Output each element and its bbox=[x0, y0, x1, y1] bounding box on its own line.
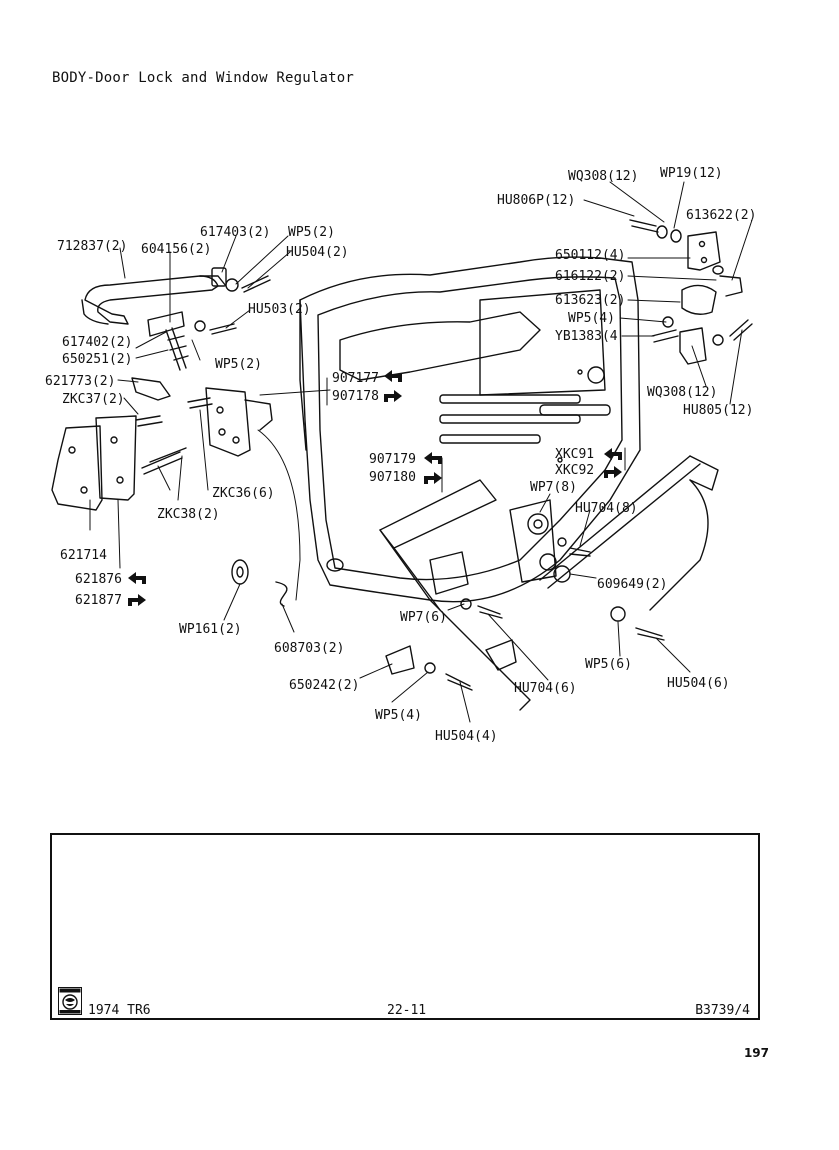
outside-door-handle bbox=[81, 275, 227, 325]
part-label: WP19(12) bbox=[660, 166, 723, 181]
part-label: 907179 bbox=[369, 452, 416, 467]
part-label: 613623(2) bbox=[555, 293, 625, 308]
screw bbox=[241, 275, 271, 293]
part-label: HU704(8) bbox=[575, 501, 638, 516]
part-label: 907180 bbox=[369, 470, 416, 485]
part-label: HU704(6) bbox=[514, 681, 577, 696]
left-hand-arrow-icon bbox=[128, 572, 146, 584]
part-label: 650112(4) bbox=[555, 248, 625, 263]
right-hand-arrow-icon bbox=[384, 390, 402, 402]
door-check-bracket bbox=[679, 231, 743, 365]
screw bbox=[635, 627, 665, 641]
left-hand-arrow-icon bbox=[604, 448, 622, 460]
british-leyland-logo-icon bbox=[58, 987, 82, 1015]
right-hand-arrow-icon bbox=[128, 594, 146, 606]
part-label: WP5(2) bbox=[288, 225, 335, 240]
part-label: HU805(12) bbox=[683, 403, 753, 418]
right-hand-arrow-icon bbox=[424, 472, 442, 484]
window-regulator bbox=[379, 455, 719, 711]
door-lock-mechanism bbox=[187, 387, 273, 457]
striker-plate bbox=[95, 415, 137, 501]
washer bbox=[225, 278, 239, 292]
part-label: 621773(2) bbox=[45, 374, 115, 389]
left-hand-arrow-icon bbox=[424, 452, 442, 464]
right-hand-arrow-icon bbox=[604, 466, 622, 478]
part-label: 609649(2) bbox=[597, 577, 667, 592]
info-box: 1974 TR6 22-11 B3739/4 bbox=[50, 833, 760, 1020]
washer bbox=[670, 229, 682, 243]
page-title: BODY-Door Lock and Window Regulator bbox=[52, 70, 355, 86]
part-label: 621876 bbox=[75, 572, 122, 587]
part-label: 621877 bbox=[75, 593, 122, 608]
washer bbox=[610, 606, 626, 622]
part-label: 613622(2) bbox=[686, 208, 756, 223]
part-label: 712837(2) bbox=[57, 239, 127, 254]
part-label: 617402(2) bbox=[62, 335, 132, 350]
handle-bracket bbox=[211, 267, 227, 287]
leader-lines bbox=[89, 181, 753, 723]
part-label: 907177 bbox=[332, 371, 379, 386]
exploded-parts-diagram: WQ308(12) WP19(12) HU806P(12) 613622(2) … bbox=[45, 166, 756, 744]
part-label: WQ308(12) bbox=[568, 169, 638, 184]
part-label: 616122(2) bbox=[555, 269, 625, 284]
part-label: HU504(4) bbox=[435, 729, 498, 744]
part-label: YB1383(4 bbox=[555, 329, 618, 344]
page-number: 197 bbox=[743, 1046, 769, 1060]
section-number: 22-11 bbox=[387, 1003, 427, 1018]
part-label: WP5(4) bbox=[375, 708, 422, 723]
washer bbox=[424, 662, 436, 674]
striker-shim bbox=[51, 425, 103, 511]
part-label: 650242(2) bbox=[289, 678, 359, 693]
screw bbox=[729, 319, 753, 341]
screw bbox=[141, 447, 187, 475]
screw bbox=[569, 547, 591, 557]
washer bbox=[656, 225, 668, 239]
part-label: WP161(2) bbox=[179, 622, 242, 637]
part-label: XKC92 bbox=[555, 463, 594, 478]
washer bbox=[557, 537, 567, 547]
regulator-bracket-650242 bbox=[385, 645, 415, 675]
model-year: 1974 TR6 bbox=[88, 1003, 151, 1018]
screw bbox=[445, 673, 473, 691]
part-label: 621714 bbox=[60, 548, 107, 563]
left-hand-arrow-icon bbox=[384, 370, 402, 382]
washer bbox=[194, 320, 206, 332]
part-label: 604156(2) bbox=[141, 242, 211, 257]
part-label: WP5(4) bbox=[568, 311, 615, 326]
part-label: ZKC37(2) bbox=[62, 392, 125, 407]
spring-clip bbox=[165, 327, 189, 371]
screw bbox=[477, 605, 503, 619]
part-label: WP5(6) bbox=[585, 657, 632, 672]
part-label: ZKC38(2) bbox=[157, 507, 220, 522]
part-label: HU806P(12) bbox=[497, 193, 575, 208]
screw bbox=[209, 323, 237, 335]
screw bbox=[651, 329, 679, 343]
remote-control-link bbox=[131, 377, 171, 401]
part-label: 650251(2) bbox=[62, 352, 132, 367]
part-label: 907178 bbox=[332, 389, 379, 404]
screw bbox=[629, 219, 659, 233]
part-label: HU504(6) bbox=[667, 676, 730, 691]
clip-608703 bbox=[275, 581, 288, 607]
part-label: HU503(2) bbox=[248, 302, 311, 317]
part-label: 608703(2) bbox=[274, 641, 344, 656]
screw bbox=[135, 415, 163, 427]
drawing-reference: B3739/4 bbox=[695, 1003, 750, 1018]
part-label: ZKC36(6) bbox=[212, 486, 275, 501]
part-label: WP7(8) bbox=[530, 480, 577, 495]
washer-wp161 bbox=[231, 559, 249, 585]
part-label: 617403(2) bbox=[200, 225, 270, 240]
lock-barrel bbox=[147, 311, 185, 337]
washer bbox=[460, 598, 472, 610]
handing-arrows bbox=[128, 370, 622, 606]
part-label: WP7(6) bbox=[400, 610, 447, 625]
door-panel bbox=[299, 256, 641, 603]
part-label: HU504(2) bbox=[286, 245, 349, 260]
part-label: WP5(2) bbox=[215, 357, 262, 372]
part-label: WQ308(12) bbox=[647, 385, 717, 400]
part-label: XKC91 bbox=[555, 447, 594, 462]
